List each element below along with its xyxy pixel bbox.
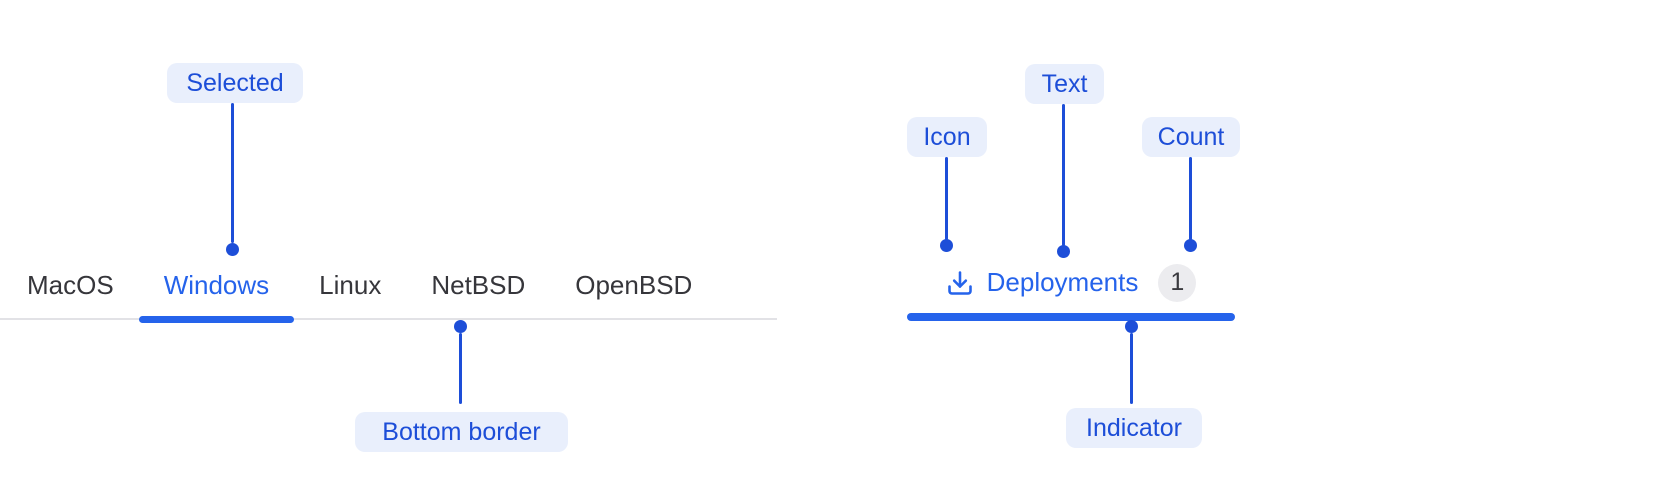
tab-macos-label: MacOS <box>27 269 114 300</box>
tab-deployments[interactable]: Deployments 1 <box>907 252 1235 313</box>
annotation-text-label: Text <box>1025 64 1104 104</box>
annotation-selected-connector <box>231 103 234 243</box>
tab-deployments-label: Deployments <box>986 267 1139 297</box>
annotation-icon-label: Icon <box>907 117 987 157</box>
tab-netbsd-label: NetBSD <box>431 269 526 300</box>
tab-linux[interactable]: Linux <box>294 252 406 318</box>
selected-tab-underline <box>138 315 295 323</box>
download-icon <box>947 270 972 295</box>
annotation-text-connector <box>1062 104 1065 246</box>
tab-windows-label: Windows <box>163 269 270 300</box>
annotation-indicator-label: Indicator <box>1066 408 1202 448</box>
annotation-icon-text: Icon <box>923 122 971 151</box>
annotation-text-dot <box>1057 245 1070 258</box>
tab-linux-label: Linux <box>319 269 382 300</box>
annotation-text-text: Text <box>1041 69 1088 98</box>
tab-windows[interactable]: Windows <box>138 252 295 323</box>
tab-openbsd[interactable]: OpenBSD <box>550 252 717 318</box>
annotation-count-connector <box>1189 157 1192 240</box>
annotation-bottom-border-label: Bottom border <box>355 412 568 452</box>
annotation-indicator-dot <box>1125 320 1138 333</box>
annotation-indicator-text: Indicator <box>1086 413 1182 442</box>
annotation-bottom-border-text: Bottom border <box>382 417 541 446</box>
annotation-indicator-connector <box>1130 333 1133 404</box>
tab-macos[interactable]: MacOS <box>2 252 139 318</box>
tab-list: MacOS Windows Linux NetBSD OpenBSD <box>0 252 777 323</box>
annotation-count-text: Count <box>1157 122 1225 151</box>
tab-netbsd[interactable]: NetBSD <box>406 252 550 318</box>
annotation-selected-label: Selected <box>167 63 303 103</box>
tab-count-badge: 1 <box>1158 263 1197 302</box>
annotation-selected-dot <box>226 243 239 256</box>
annotation-selected-text: Selected <box>186 68 284 97</box>
annotation-icon-dot <box>940 239 953 252</box>
annotation-bottom-border-connector <box>459 333 462 404</box>
annotation-bottom-border-dot <box>454 320 467 333</box>
selected-tab-indicator <box>907 313 1235 321</box>
annotation-count-dot <box>1184 239 1197 252</box>
tab-openbsd-label: OpenBSD <box>575 269 693 300</box>
annotation-count-label: Count <box>1142 117 1240 157</box>
annotation-icon-connector <box>945 157 948 240</box>
